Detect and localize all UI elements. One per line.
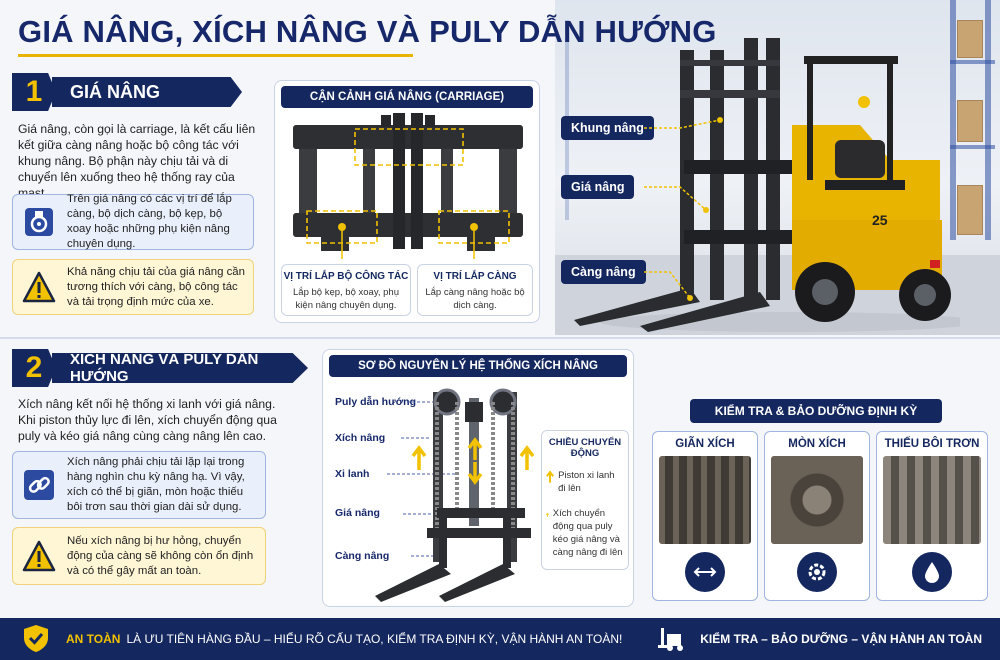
chain-link-icon xyxy=(21,467,57,503)
diagram-label-carriage: Giá nâng xyxy=(335,507,380,519)
chain-diagram-heading: SƠ ĐỒ NGUYÊN LÝ HỆ THỐNG XÍCH NÂNG xyxy=(329,355,627,377)
section2-info-text: Xích nâng phải chịu tải lặp lại trong hà… xyxy=(67,456,245,513)
page-title: GIÁ NÂNG, XÍCH NÂNG VÀ PULY DẪN HƯỚNG xyxy=(18,14,717,49)
motion-legend-title: CHIỀU CHUYỂN ĐỘNG xyxy=(548,437,622,459)
section2-warning-note: Nếu xích nâng bị hư hỏng, chuyển động củ… xyxy=(12,527,266,585)
callout-left-text: Lắp bộ kẹp, bộ xoay, phụ kiện nâng chuyê… xyxy=(293,287,399,311)
warning-icon xyxy=(21,269,57,305)
callout-fork-position: VỊ TRÍ LẮP CÀNG Lắp càng nâng hoặc bộ dị… xyxy=(417,264,533,316)
gear-icon xyxy=(797,552,837,592)
chain-wear-photo xyxy=(771,456,863,544)
label-mast: Khung nâng xyxy=(561,116,654,140)
footer-right-text: KIỂM TRA – BẢO DƯỠNG – VẬN HÀNH AN TOÀN xyxy=(700,632,982,646)
label-leader-lines xyxy=(644,117,723,301)
warning-icon xyxy=(21,538,57,574)
chain-lubrication-photo xyxy=(883,456,981,544)
title-underline xyxy=(18,54,413,57)
up-arrow-icon xyxy=(546,512,549,517)
section1-paragraph: Giá nâng, còn gọi là carriage, là kết cấ… xyxy=(18,122,256,200)
carriage-illustration xyxy=(293,113,523,259)
section-divider xyxy=(0,337,1000,339)
chain-system-illustration xyxy=(375,388,535,602)
section1-heading: GIÁ NÂNG xyxy=(52,77,242,107)
callout-right-text: Lắp càng nâng hoặc bộ dịch càng. xyxy=(425,287,525,311)
forklift-model-number: 25 xyxy=(872,212,888,228)
carriage-panel: CẬN CẢNH GIÁ NÂNG (CARRIAGE) VỊ TRÍ LẮP … xyxy=(274,80,540,323)
diagram-label-cylinder: Xi lanh xyxy=(335,468,370,480)
section2-info-note: Xích nâng phải chịu tải lặp lại trong hà… xyxy=(12,451,266,519)
diagram-label-forks: Càng nâng xyxy=(335,550,390,562)
section1-info-text: Trên giá nâng có các vị trí để lắp càng,… xyxy=(67,193,232,250)
inspection-card-wear: MÒN XÍCH xyxy=(764,431,870,601)
carriage-panel-heading: CẬN CẢNH GIÁ NÂNG (CARRIAGE) xyxy=(281,86,533,108)
section1-warning-note: Khả năng chịu tải của giá nâng cần tương… xyxy=(12,259,254,315)
footer-highlight: AN TOÀN xyxy=(66,632,121,646)
label-forks: Càng nâng xyxy=(561,260,646,284)
footer-text: LÀ ƯU TIÊN HÀNG ĐẦU – HIỂU RÕ CẤU TẠO, K… xyxy=(126,632,623,646)
shield-check-icon xyxy=(22,623,50,656)
diagram-label-pulley: Puly dẫn hướng xyxy=(335,396,416,408)
callout-right-title: VỊ TRÍ LẮP CÀNG xyxy=(433,271,517,282)
motion-legend-item1: Piston xi lanh đi lên xyxy=(558,470,615,494)
inspection-card-title: MÒN XÍCH xyxy=(788,438,846,450)
motion-legend: CHIỀU CHUYỂN ĐỘNG Piston xi lanh đi lên … xyxy=(541,430,629,570)
section1-info-note: Trên giá nâng có các vị trí để lắp càng,… xyxy=(12,193,254,250)
section2-heading: XÍCH NÂNG VÀ PULY DẪN HƯỚNG xyxy=(52,353,308,383)
oil-drop-icon xyxy=(912,552,952,592)
double-arrow-icon xyxy=(685,552,725,592)
chain-stretch-photo xyxy=(659,456,751,544)
section1-warning-text: Khả năng chịu tải của giá nâng cần tương… xyxy=(67,265,245,308)
callout-attachment-position: VỊ TRÍ LẮP BỘ CÔNG TÁC Lắp bộ kẹp, bộ xo… xyxy=(281,264,411,316)
inspection-card-lubrication: THIẾU BÔI TRƠN xyxy=(876,431,988,601)
section1-number: 1 xyxy=(12,73,56,111)
section2-number: 2 xyxy=(12,349,56,387)
footer-bar: AN TOÀN LÀ ƯU TIÊN HÀNG ĐẦU – HIỂU RÕ CẤ… xyxy=(0,618,1000,660)
inspection-card-title: THIẾU BÔI TRƠN xyxy=(884,438,980,450)
section2-warning-text: Nếu xích nâng bị hư hỏng, chuyển động củ… xyxy=(67,534,254,577)
diagram-label-chain: Xích nâng xyxy=(335,432,386,444)
section2-paragraph: Xích nâng kết nối hệ thống xi lanh với g… xyxy=(18,397,277,443)
inspection-card-title: GIÃN XÍCH xyxy=(675,438,735,450)
up-arrow-icon xyxy=(546,470,555,483)
motion-legend-item2: Xích chuyển động qua puly kéo giá nâng v… xyxy=(552,508,623,558)
forklift-icon xyxy=(658,628,684,651)
chain-diagram-panel: SƠ ĐỒ NGUYÊN LÝ HỆ THỐNG XÍCH NÂNG Puly … xyxy=(322,349,634,607)
attachment-icon xyxy=(21,204,57,240)
inspection-heading: KIỂM TRA & BẢO DƯỠNG ĐỊNH KỲ xyxy=(690,399,942,423)
inspection-card-stretch: GIÃN XÍCH xyxy=(652,431,758,601)
label-carriage: Giá nâng xyxy=(561,175,635,199)
forklift-illustration xyxy=(574,38,960,332)
callout-left-title: VỊ TRÍ LẮP BỘ CÔNG TÁC xyxy=(283,271,409,282)
